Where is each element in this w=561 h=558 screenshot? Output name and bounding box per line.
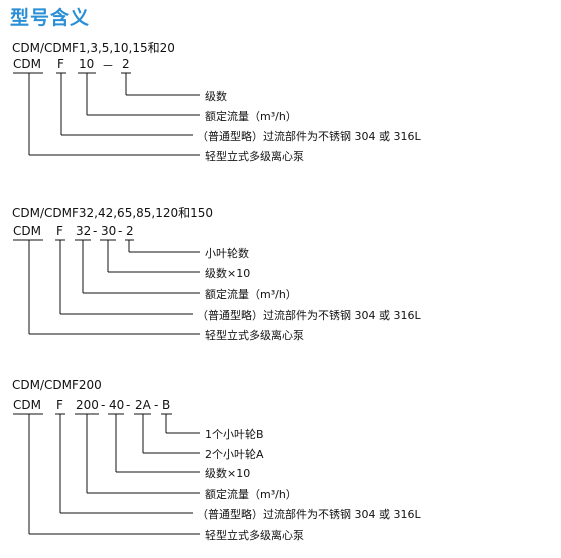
page-title: 型号含义 — [10, 7, 91, 29]
desc-pump-type: 轻型立式多级离心泵 — [205, 150, 304, 163]
code-part-flow: 200 — [76, 398, 99, 412]
code-separator: - — [93, 224, 98, 238]
code-separator: - — [101, 398, 106, 412]
code-separator: - — [118, 224, 123, 238]
desc-material: （普通型略）过流部件为不锈钢 304 或 316L — [197, 309, 421, 322]
model-series-heading-2: CDM/CDMF32,42,65,85,120和150 — [12, 206, 214, 220]
desc-stages: 级数 — [205, 90, 227, 103]
desc-rated-flow: 额定流量（m³/h） — [205, 110, 297, 123]
desc-small-impellers: 小叶轮数 — [205, 247, 249, 260]
desc-stages-x10: 级数×10 — [205, 267, 251, 280]
model-series-heading-1: CDM/CDMF1,3,5,10,15和20 — [12, 41, 175, 55]
code-part-impeller-a: 2A — [135, 398, 151, 412]
model-series-heading-3: CDM/CDMF200 — [12, 378, 102, 392]
desc-impeller-b: 1个小叶轮B — [205, 428, 264, 441]
code-part-impeller-b: B — [162, 398, 171, 412]
code-part-f: F — [56, 398, 63, 412]
code-part-cdm: CDM — [13, 398, 41, 412]
code-part-stages: 30 — [101, 224, 117, 238]
desc-material: （普通型略）过流部件为不锈钢 304 或 316L — [197, 508, 421, 521]
code-part-f: F — [57, 57, 64, 71]
code-part-flow: 10 — [79, 57, 95, 71]
code-part-stages: 2 — [122, 57, 130, 71]
code-part-stages: 40 — [109, 398, 125, 412]
code-part-impellers: 2 — [126, 224, 134, 238]
code-part-cdm: CDM — [13, 224, 41, 238]
code-part-f: F — [56, 224, 63, 238]
desc-impeller-a: 2个小叶轮A — [205, 448, 264, 461]
code-part-flow: 32 — [76, 224, 92, 238]
desc-rated-flow: 额定流量（m³/h） — [205, 488, 297, 501]
desc-stages-x10: 级数×10 — [205, 467, 251, 480]
desc-pump-type: 轻型立式多级离心泵 — [205, 329, 304, 342]
code-part-cdm: CDM — [13, 57, 41, 71]
desc-pump-type: 轻型立式多级离心泵 — [205, 529, 304, 542]
code-separator: - — [126, 398, 131, 412]
code-separator: － — [102, 59, 115, 73]
desc-material: （普通型略）过流部件为不锈钢 304 或 316L — [197, 130, 421, 143]
desc-rated-flow: 额定流量（m³/h） — [205, 288, 297, 301]
code-separator: - — [154, 398, 159, 412]
